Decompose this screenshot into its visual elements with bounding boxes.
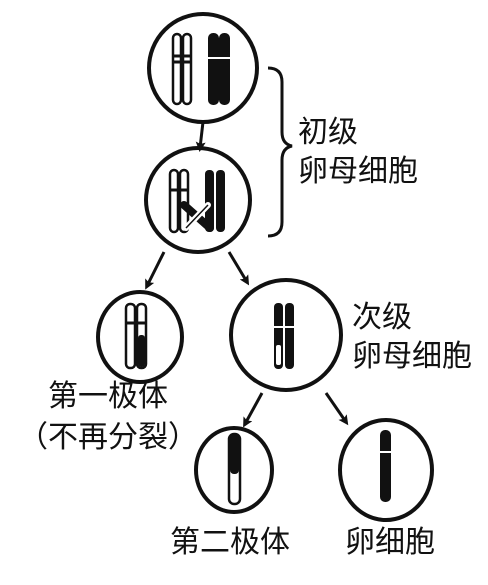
first-polar-body-cell	[96, 290, 184, 384]
label-primary-oocyte-line2: 卵母细胞	[298, 154, 418, 189]
arrow-primary-to-crossover	[195, 121, 206, 152]
secondary-oocyte-cell	[229, 278, 343, 392]
arrow-to-second-polar-body	[243, 392, 264, 428]
second-polar-body-cell	[194, 426, 274, 514]
egg-cell-chromosome	[379, 430, 392, 502]
secondary-oocyte-chromosome	[273, 303, 295, 369]
label-first-polar-body-line1: 第一极体	[48, 379, 168, 414]
second-polar-body-chromosome	[227, 432, 242, 506]
label-first-polar-body-line2: （不再分裂）	[18, 420, 198, 455]
primary-oocyte-cell	[147, 12, 259, 124]
crossover-chromosomes	[168, 168, 225, 234]
first-polar-body-chromosome	[124, 302, 148, 370]
label-egg-cell: 卵细胞	[345, 525, 435, 560]
arrow-to-first-polar-body	[145, 251, 166, 290]
label-secondary-oocyte-line2: 卵母细胞	[352, 339, 472, 374]
primary-oocyte-chromosomes	[171, 32, 230, 106]
egg-cell	[338, 418, 434, 522]
primary-oocyte-crossover-cell	[144, 146, 252, 254]
label-primary-oocyte-line1: 初级	[298, 115, 358, 150]
label-second-polar-body: 第二极体	[170, 525, 290, 560]
arrow-to-secondary-oocyte	[227, 251, 250, 286]
primary-oocyte-bracket	[267, 66, 293, 238]
label-secondary-oocyte-line1: 次级	[352, 300, 412, 335]
arrow-to-egg-cell	[324, 392, 349, 426]
